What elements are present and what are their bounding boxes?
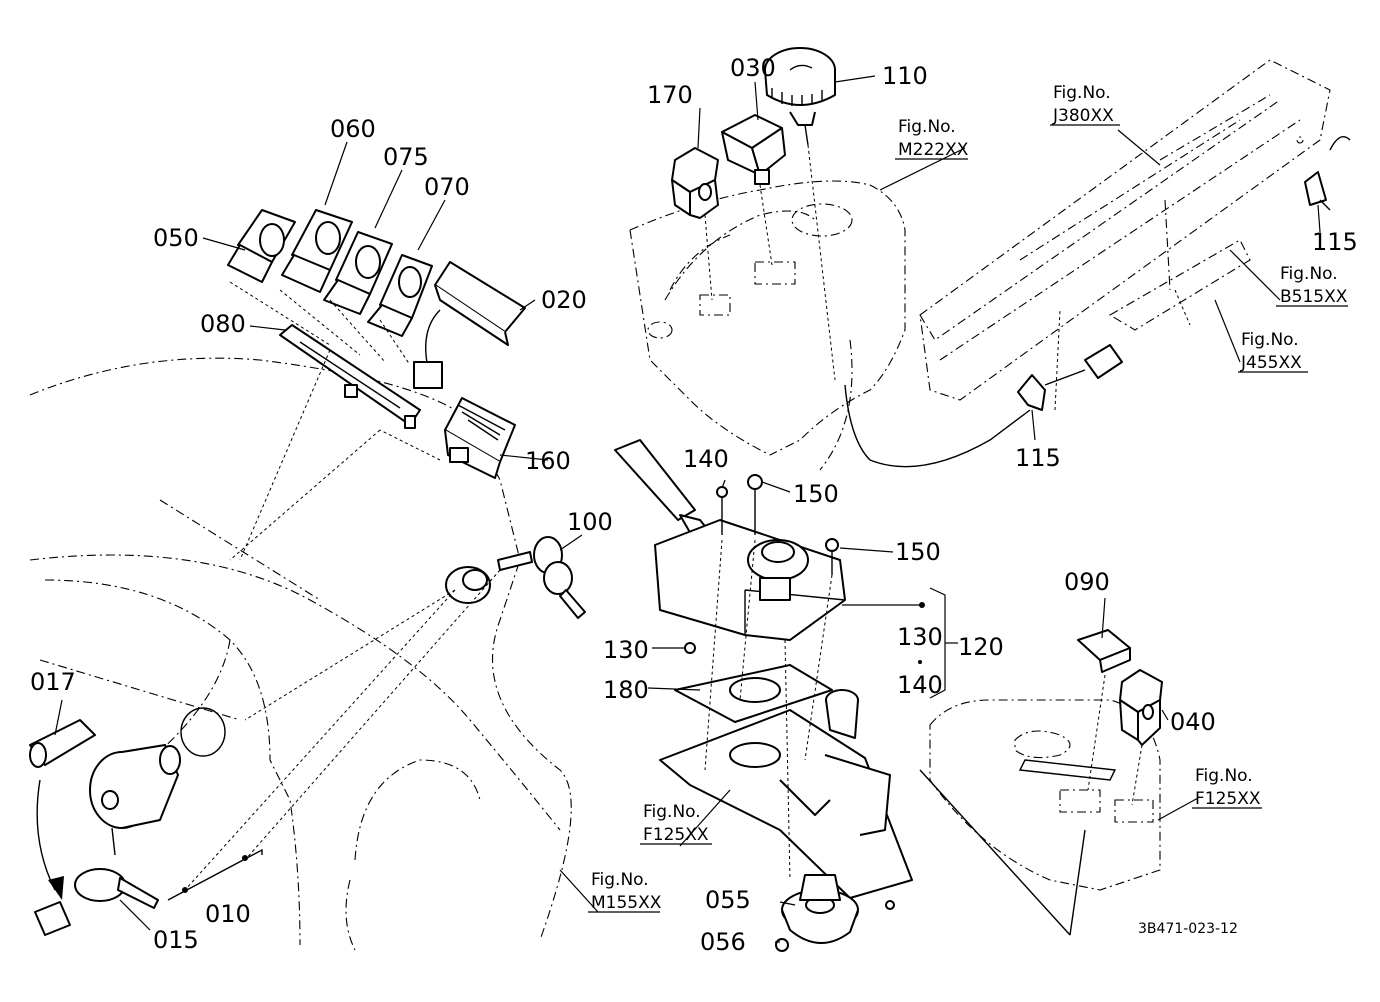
small-switch	[825, 689, 859, 739]
fig-ref-m155: M155XX	[591, 893, 662, 913]
fig-references: Fig.No. M222XX Fig.No. J380XX Fig.No. B5…	[591, 83, 1348, 913]
fig-ref-j455: J455XX	[1240, 353, 1302, 373]
label-040: 040	[1170, 708, 1216, 736]
switch-160	[444, 397, 516, 479]
clip-115-upper	[1304, 171, 1331, 211]
fig-caption-m155: Fig.No.	[591, 870, 649, 890]
dashboard-outline	[29, 357, 572, 951]
label-160: 160	[525, 447, 571, 475]
fig-caption-j380: Fig.No.	[1053, 83, 1111, 103]
fig-ref-m222: M222XX	[898, 140, 969, 160]
label-110: 110	[882, 62, 928, 90]
fig-caption-j455: Fig.No.	[1241, 330, 1299, 350]
label-060: 060	[330, 115, 376, 143]
switch-box-120	[654, 519, 846, 641]
console-panel-outline	[629, 180, 906, 471]
label-130: 130	[603, 636, 649, 664]
switch-030	[721, 114, 786, 185]
fold-arrow	[36, 779, 56, 891]
key-set-100	[497, 536, 586, 619]
label-030: 030	[730, 54, 776, 82]
label-180: 180	[603, 676, 649, 704]
label-055: 055	[705, 886, 751, 914]
label-115-upper: 115	[1312, 228, 1358, 256]
label-075: 075	[383, 143, 429, 171]
fig-caption-b515: Fig.No.	[1280, 264, 1338, 284]
label-170: 170	[647, 81, 693, 109]
label-090: 090	[1064, 568, 1110, 596]
label-140-group: 140	[897, 671, 943, 699]
label-010: 010	[205, 900, 251, 928]
label-070: 070	[424, 173, 470, 201]
panel-020	[413, 261, 526, 389]
switch-060	[281, 209, 353, 293]
fig-ref-j380: J380XX	[1052, 106, 1114, 126]
mount-plate	[659, 709, 913, 899]
fig-ref-f125-right: F125XX	[1195, 789, 1261, 809]
switch-055	[781, 874, 859, 944]
cover-017	[29, 719, 96, 768]
label-020: 020	[541, 286, 587, 314]
fig-caption-f125-right: Fig.No.	[1195, 766, 1253, 786]
label-017: 017	[30, 668, 76, 696]
label-015: 015	[153, 926, 199, 954]
label-120: 120	[958, 633, 1004, 661]
label-150-top: 150	[793, 480, 839, 508]
label-056: 056	[700, 928, 746, 956]
label-080: 080	[200, 310, 246, 338]
ignition-switch-010	[89, 707, 226, 856]
switch-070	[367, 254, 433, 337]
bezel-ring	[445, 566, 491, 604]
screws	[684, 474, 895, 952]
part-labels: 050 060 075 070 020 080 160 170 030 110 …	[30, 54, 1358, 956]
switch-075	[323, 231, 393, 315]
wire-harness	[844, 384, 1031, 468]
bracket-080	[279, 324, 421, 429]
label-140-top: 140	[683, 445, 729, 473]
right-console-outline	[929, 699, 1161, 891]
switch-170	[671, 147, 719, 219]
label-130-group: 130	[897, 623, 943, 651]
fold-arrow-head	[48, 876, 64, 900]
wire-harness-upper	[1329, 136, 1351, 151]
label-150-right: 150	[895, 538, 941, 566]
frame-rail-outline	[919, 59, 1331, 401]
label-100: 100	[567, 508, 613, 536]
switch-040	[1119, 669, 1163, 746]
fig-ref-f125-left: F125XX	[643, 825, 709, 845]
label-050: 050	[153, 224, 199, 252]
cover-090	[1077, 629, 1131, 673]
leader-lines	[54, 75, 1321, 943]
fig-ref-underlines	[588, 124, 1348, 913]
fig-ref-b515: B515XX	[1280, 287, 1348, 307]
fig-caption-f125-left: Fig.No.	[643, 802, 701, 822]
label-115-lower: 115	[1015, 444, 1061, 472]
knob-110	[764, 47, 836, 146]
gasket-180	[674, 664, 833, 723]
fig-caption-m222: Fig.No.	[898, 117, 956, 137]
switch-050	[227, 209, 296, 283]
cable-tie-015	[34, 868, 159, 936]
clip-115-lower	[1017, 344, 1123, 411]
drawing-code: 3B471-023-12	[1138, 921, 1238, 937]
